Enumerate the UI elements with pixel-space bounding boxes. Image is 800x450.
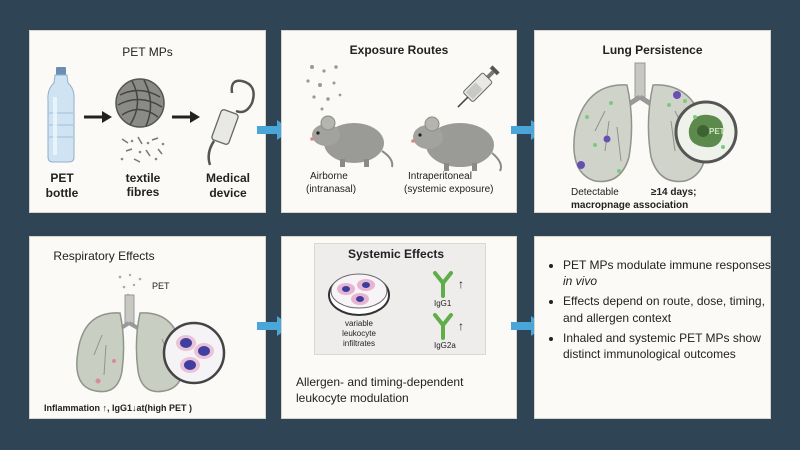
- airborne-label-line2: (intranasal): [306, 184, 357, 195]
- device-label-line1: Medical: [205, 171, 250, 185]
- yarn-ball-icon: [115, 78, 165, 128]
- mouse-icon: [411, 116, 502, 172]
- airborne-label-line1: Airborne: [310, 171, 348, 182]
- antibody-icon: [433, 313, 453, 340]
- summary-item: PET MPs modulate immune responses in viv…: [563, 257, 775, 289]
- lungs-icon: [76, 294, 184, 393]
- summary-item: Effects depend on route, dose, timing, a…: [563, 293, 775, 325]
- syringe-icon: [457, 65, 500, 108]
- caption: Inflammation ↑, IgG1↓at(high PET ): [44, 403, 193, 413]
- panel-systemic-effects: Systemic Effects variable leukocyte infi…: [281, 236, 517, 419]
- intraperitoneal-label-line1: Intraperitoneal: [408, 171, 472, 182]
- mouse-icon: [310, 115, 394, 168]
- fibres-label-line1: textile: [125, 171, 161, 185]
- right-arrow-icon: [84, 111, 112, 123]
- summary-item-text: Inhaled and systemic PET MPs show distin…: [563, 330, 761, 361]
- summary-item: Inhaled and systemic PET MPs show distin…: [563, 330, 775, 362]
- bottle-label-line2: bottle: [45, 186, 79, 200]
- panel-title: Exposure Routes: [349, 43, 449, 57]
- summary-list: PET MPs modulate immune responses in viv…: [545, 257, 775, 366]
- magnified-macrophage-icon: [674, 100, 738, 164]
- intraperitoneal-label-line2: (systemic exposure): [404, 184, 494, 195]
- summary-item-text: Effects depend on route, dose, timing, a…: [563, 294, 765, 325]
- panel-respiratory-effects: Respiratory Effects PET Inflammation ↑, …: [29, 236, 266, 419]
- airborne-particles-icon: [118, 273, 142, 297]
- magnified-cells-icon: [162, 321, 226, 385]
- caption-line1: Allergen- and timing-dependent: [296, 375, 464, 389]
- summary-item-text: PET MPs modulate immune responses: [563, 258, 771, 272]
- device-label-line2: device: [209, 186, 247, 200]
- bottle-icon: [47, 67, 75, 163]
- panel-title: Lung Persistence: [602, 43, 703, 57]
- panel-title: Systemic Effects: [348, 247, 445, 261]
- pet-tag: PET: [152, 281, 170, 291]
- panel-exposure-routes: Exposure Routes Airborne (intranasal): [281, 30, 517, 213]
- pet-tag: PET: [709, 127, 725, 136]
- igg2a-up-arrow: ↑: [458, 319, 464, 333]
- panel-summary: PET MPs modulate immune responses in viv…: [534, 236, 771, 419]
- igg2a-label: IgG2a: [434, 341, 456, 350]
- igg1-label: IgG1: [434, 299, 452, 308]
- panel-title: Respiratory Effects: [53, 249, 155, 263]
- summary-item-emphasis: in vivo: [563, 274, 598, 289]
- caption-line1a: Detectable: [571, 187, 619, 198]
- airborne-particles-icon: [306, 65, 342, 111]
- caption-line2: leukocyte modulation: [296, 391, 409, 405]
- fibres-label-line2: fibres: [126, 185, 160, 199]
- infiltrate-label-line1: variable: [344, 319, 373, 328]
- panel-title: PET MPs: [122, 45, 173, 59]
- fibres-icon: [120, 136, 165, 163]
- petri-dish-icon: [328, 273, 390, 316]
- medical-device-icon: [207, 79, 255, 166]
- bottle-label-line1: PET: [50, 171, 74, 185]
- infiltrate-label-line3: infiltrates: [342, 339, 375, 348]
- caption-line1b: ≥14 days;: [651, 187, 697, 198]
- igg1-up-arrow: ↑: [458, 277, 464, 291]
- infiltrate-label-line2: leukocyte: [342, 329, 376, 338]
- right-arrow-icon: [172, 111, 200, 123]
- caption-line2: macropnage association: [571, 200, 689, 211]
- antibody-icon: [433, 271, 453, 298]
- panel-pet-mps: PET MPs PET bottle textile fibres: [29, 30, 266, 213]
- panel-lung-persistence: Lung Persistence PET Detectable ≥14 days…: [534, 30, 771, 213]
